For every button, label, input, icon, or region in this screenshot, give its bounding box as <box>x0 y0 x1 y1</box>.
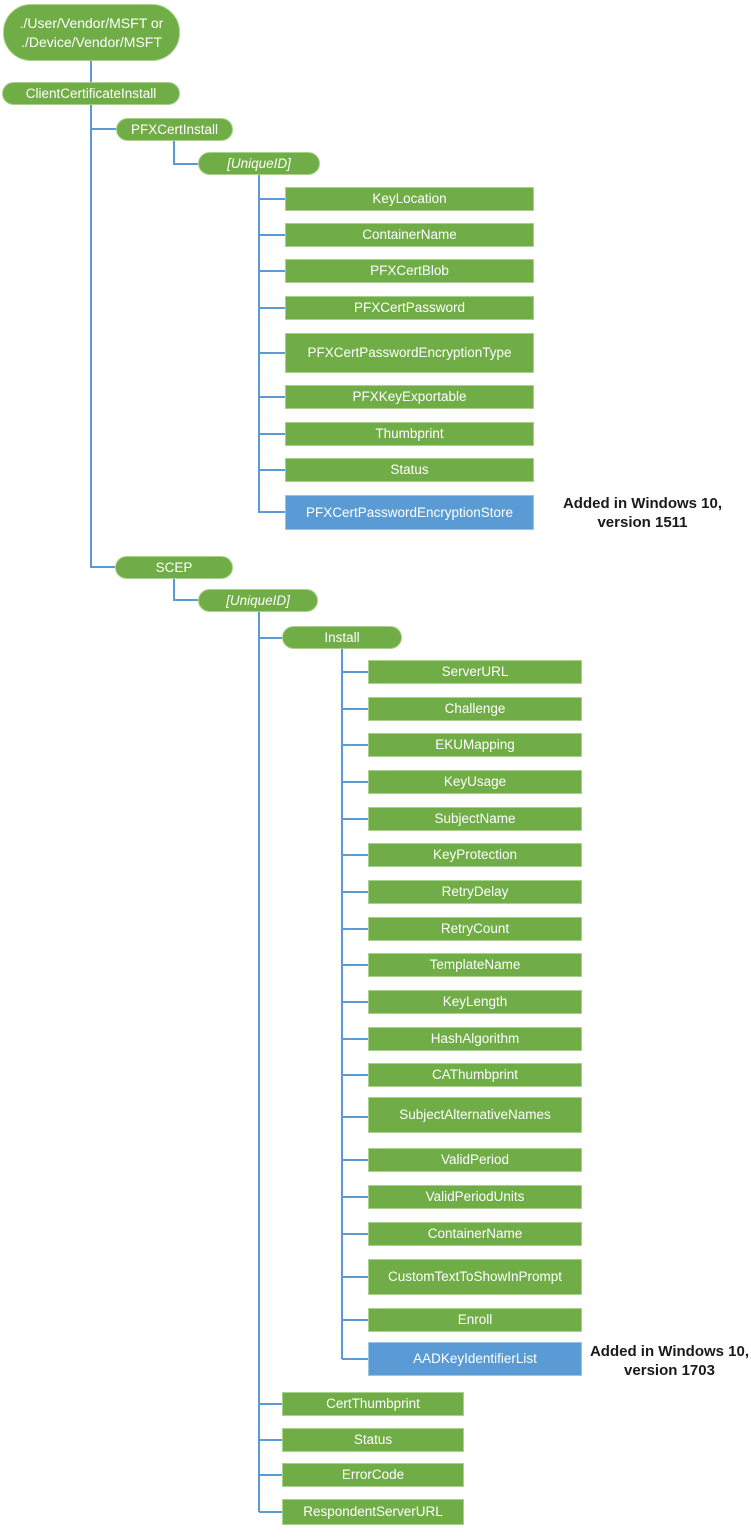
node-clientcertificateinstall: ClientCertificateInstall <box>2 82 180 105</box>
node-cathumbprint: CAThumbprint <box>368 1063 582 1087</box>
node-respondentserverurl: RespondentServerURL <box>282 1499 464 1525</box>
node-templatename: TemplateName <box>368 953 582 977</box>
node-pfxcertinstall: PFXCertInstall <box>116 118 233 141</box>
node-customtexttoshowinprompt: CustomTextToShowInPrompt <box>368 1259 582 1295</box>
node-thumbprint: Thumbprint <box>285 422 534 446</box>
node-enroll: Enroll <box>368 1308 582 1332</box>
node-pfxcertpasswordencryptionstore: PFXCertPasswordEncryptionStore <box>285 495 534 530</box>
node-pfxcertpasswordencryptiontype: PFXCertPasswordEncryptionType <box>285 333 534 373</box>
node-containername-pfx: ContainerName <box>285 223 534 247</box>
node-keylength: KeyLength <box>368 990 582 1014</box>
node-serverurl: ServerURL <box>368 660 582 684</box>
node-aadkeyidentifierlist: AADKeyIdentifierList <box>368 1342 582 1376</box>
node-certthumbprint: CertThumbprint <box>282 1392 464 1416</box>
node-uniqueid-scep: [UniqueID] <box>198 589 318 612</box>
node-keylocation: KeyLocation <box>285 187 534 211</box>
annotation-version-1703: Added in Windows 10, version 1703 <box>589 1343 750 1379</box>
node-subjectname: SubjectName <box>368 807 582 831</box>
node-keyusage: KeyUsage <box>368 770 582 794</box>
node-pfxcertpassword: PFXCertPassword <box>285 296 534 320</box>
node-errorcode: ErrorCode <box>282 1463 464 1487</box>
node-pfxkeyexportable: PFXKeyExportable <box>285 385 534 409</box>
node-validperiodunits: ValidPeriodUnits <box>368 1185 582 1209</box>
node-subjectalternativenames: SubjectAlternativeNames <box>368 1097 582 1133</box>
node-keyprotection: KeyProtection <box>368 843 582 867</box>
node-install: Install <box>282 626 402 649</box>
node-ekumapping: EKUMapping <box>368 733 582 757</box>
node-retrycount: RetryCount <box>368 917 582 941</box>
node-status-pfx: Status <box>285 458 534 482</box>
node-pfxcertblob: PFXCertBlob <box>285 259 534 283</box>
node-validperiod: ValidPeriod <box>368 1148 582 1172</box>
node-scep: SCEP <box>115 556 233 579</box>
node-retrydelay: RetryDelay <box>368 880 582 904</box>
node-hashalgorithm: HashAlgorithm <box>368 1027 582 1051</box>
annotation-version-1511: Added in Windows 10, version 1511 <box>562 495 723 531</box>
node-root-path: ./User/Vendor/MSFT or ./Device/Vendor/MS… <box>3 4 180 61</box>
node-containername-scep: ContainerName <box>368 1222 582 1246</box>
node-uniqueid-pfx: [UniqueID] <box>198 152 320 175</box>
node-challenge: Challenge <box>368 697 582 721</box>
node-status-scep: Status <box>282 1428 464 1452</box>
